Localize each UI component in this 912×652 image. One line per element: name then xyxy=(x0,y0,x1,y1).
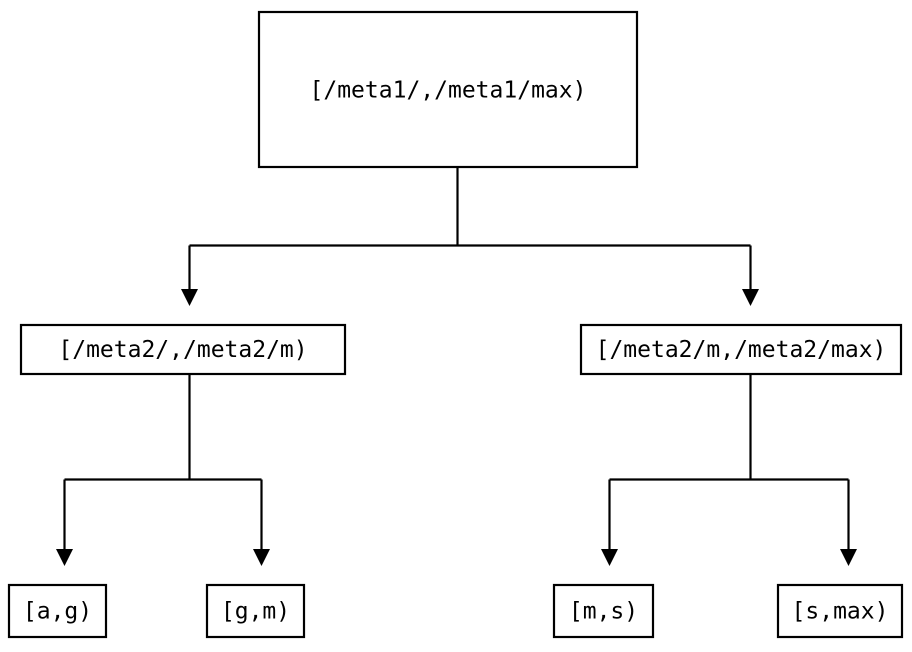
arrowhead-leaf-2-icon xyxy=(253,549,270,566)
node-mid-left[interactable]: [/meta2/,/meta2/m) xyxy=(19,323,347,376)
node-root-label: [/meta1/,/meta1/max) xyxy=(310,78,587,104)
node-mid-right[interactable]: [/meta2/m,/meta2/max) xyxy=(579,323,903,376)
node-mid-right-label: [/meta2/m,/meta2/max) xyxy=(596,337,887,363)
node-leaf-3-label: [m,s) xyxy=(569,599,638,625)
arrowhead-mid-left-icon xyxy=(181,289,198,306)
node-root[interactable]: [/meta1/,/meta1/max) xyxy=(257,10,639,169)
node-leaf-4[interactable]: [s,max) xyxy=(776,583,904,639)
arrowhead-leaf-1-icon xyxy=(56,549,73,566)
node-leaf-1-label: [a,g) xyxy=(23,599,92,625)
node-mid-left-box xyxy=(19,323,347,376)
node-mid-left-label: [/meta2/,/meta2/m) xyxy=(58,337,307,363)
node-leaf-2[interactable]: [g,m) xyxy=(205,583,306,639)
node-leaf-1[interactable]: [a,g) xyxy=(7,583,108,639)
node-leaf-3-box xyxy=(552,583,655,639)
node-leaf-4-label: [s,max) xyxy=(792,599,889,625)
node-mid-right-box xyxy=(579,323,903,376)
node-leaf-4-box xyxy=(776,583,904,639)
arrowhead-leaf-4-icon xyxy=(840,549,857,566)
node-leaf-2-box xyxy=(205,583,306,639)
node-root-box xyxy=(257,10,639,169)
node-leaf-2-label: [g,m) xyxy=(221,599,290,625)
arrowhead-mid-right-icon xyxy=(742,289,759,306)
node-leaf-3[interactable]: [m,s) xyxy=(552,583,655,639)
arrowhead-leaf-3-icon xyxy=(601,549,618,566)
node-leaf-1-box xyxy=(7,583,108,639)
